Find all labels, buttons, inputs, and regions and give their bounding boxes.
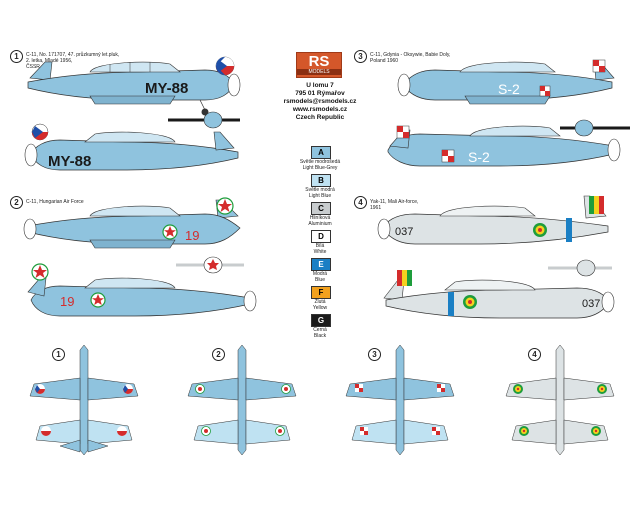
- address-line: U lomu 7: [306, 82, 334, 89]
- scheme-caption-2: C-11, Hungarian Air Force: [26, 199, 84, 205]
- plan-view-4: [505, 344, 615, 456]
- aircraft-2-code-a: 19: [185, 228, 199, 243]
- logo-sub: MODELS: [297, 69, 341, 75]
- aircraft-3-side-a: S-2: [397, 59, 615, 105]
- aircraft-2-side-b: 19: [27, 263, 257, 317]
- aircraft-2-code-b: 19: [60, 294, 74, 309]
- scheme-number-3: 3: [354, 50, 367, 63]
- scheme-caption-4: Yak-11, Mali Air-force,1961: [370, 199, 419, 211]
- color-chip-b: B: [311, 174, 331, 187]
- plan-number-4: 4: [528, 348, 541, 361]
- aircraft-3-side-b: S-2: [387, 125, 621, 167]
- aircraft-1-code-a: MY-88: [145, 80, 188, 97]
- scheme-caption-1: C-11, No. 171707, 47. průzkumný let.pluk…: [26, 52, 120, 70]
- address-block: U lomu 7 795 01 Rýmařov rsmodels@rsmodel…: [268, 82, 372, 122]
- plan-number-3: 3: [368, 348, 381, 361]
- scheme-number-4: 4: [354, 196, 367, 209]
- color-chip-c: C: [311, 202, 331, 215]
- plan-number-2: 2: [212, 348, 225, 361]
- propeller-1: [168, 111, 240, 129]
- propeller-3: [560, 119, 630, 137]
- address-line: 795 01 Rýmařov: [295, 90, 345, 97]
- aircraft-1-code-b: MY-88: [48, 153, 91, 170]
- color-chip-g: G: [311, 314, 331, 327]
- scheme-number-2: 2: [10, 196, 23, 209]
- color-chip-a: A: [311, 146, 331, 159]
- logo-brand: RS: [308, 53, 330, 70]
- aircraft-4-side-b: 037: [383, 270, 615, 319]
- aircraft-1-side-b: MY-88: [24, 123, 239, 171]
- aircraft-3-code-a: S-2: [498, 81, 520, 97]
- address-email: rsmodels@rsmodels.cz: [283, 98, 357, 105]
- aircraft-4-side-a: 037: [377, 195, 609, 245]
- aircraft-4-code-a: 037: [395, 226, 413, 238]
- color-chip-d: D: [311, 230, 331, 243]
- address-line: Czech Republic: [295, 114, 345, 121]
- aircraft-3-code-b: S-2: [468, 149, 490, 165]
- color-chip-f: F: [311, 286, 331, 299]
- scheme-caption-3: C-11, Gdynia - Oksywie, Babie Doly,Polan…: [370, 52, 451, 64]
- propeller-4: [548, 259, 612, 277]
- aircraft-4-code-b: 037: [582, 298, 600, 310]
- plan-view-1: [29, 344, 139, 456]
- plan-number-1: 1: [52, 348, 65, 361]
- color-chip-e: E: [311, 258, 331, 271]
- aircraft-2-side-a: 19: [23, 197, 241, 249]
- address-web: www.rsmodels.cz: [292, 106, 348, 113]
- aircraft-1-side-a: MY-88: [27, 56, 241, 116]
- scheme-number-1: 1: [10, 50, 23, 63]
- propeller-2: [176, 256, 244, 274]
- plan-view-2: [187, 344, 297, 456]
- rs-models-logo: RS MODELS: [296, 52, 342, 78]
- plan-view-3: [345, 344, 455, 456]
